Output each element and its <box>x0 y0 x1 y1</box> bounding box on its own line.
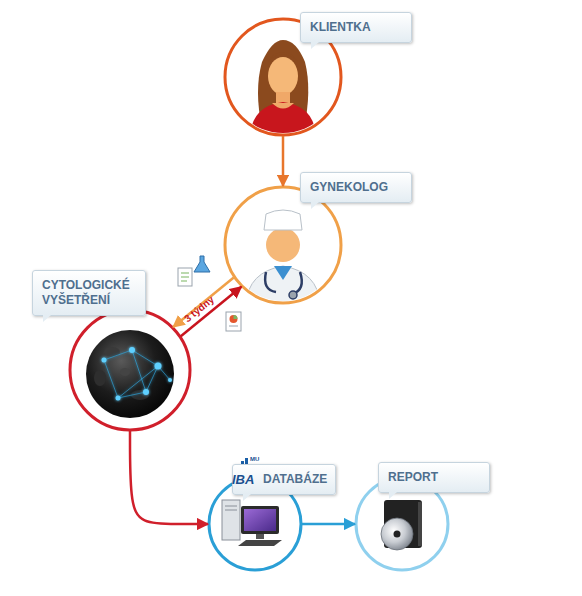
edge-label: 3 týdny <box>182 294 216 325</box>
circle-node: KLIENTKA <box>223 17 343 137</box>
node-title: REPORT <box>388 470 480 485</box>
node-title: KLIENTKA <box>310 20 402 35</box>
node-title: CYTOLOGICKÉ VYŠETŘENÍ <box>42 278 136 308</box>
flow-arrow <box>181 287 242 336</box>
text-lines <box>229 326 238 327</box>
logo-text: IBA <box>232 473 254 486</box>
callout-box: REPORT <box>378 462 490 493</box>
flow-arrow <box>130 431 208 524</box>
circle-node: CYTOLOGICKÉ VYŠETŘENÍ <box>68 308 192 432</box>
flow-arrow <box>173 277 234 326</box>
circle-node: REPORT <box>354 476 450 572</box>
callout-box: CYTOLOGICKÉ VYŠETŘENÍ <box>32 270 146 316</box>
callout-box: KLIENTKA <box>300 12 412 43</box>
circle-shape <box>225 187 341 303</box>
text-lines <box>181 273 189 281</box>
report-icon <box>226 312 241 331</box>
paper-shape <box>226 312 241 331</box>
circle-node: GYNEKOLOG <box>223 185 343 305</box>
paper-shape <box>178 268 192 286</box>
callout-box: GYNEKOLOG <box>300 172 412 203</box>
node-title: DATABÁZE <box>263 472 326 487</box>
circle-shape <box>70 310 190 430</box>
flow-arrow <box>282 136 285 186</box>
circle-node: DATABÁZE <box>207 476 303 572</box>
node-title: GYNEKOLOG <box>310 180 402 195</box>
logo-text: MU <box>250 456 259 462</box>
pie-slice <box>234 315 238 319</box>
document-icon <box>178 256 210 286</box>
flask-shape <box>194 256 210 272</box>
circle-outline <box>223 185 343 305</box>
circle-outline <box>68 308 192 432</box>
pie-shape <box>230 315 238 323</box>
flow-arrow <box>302 523 355 526</box>
